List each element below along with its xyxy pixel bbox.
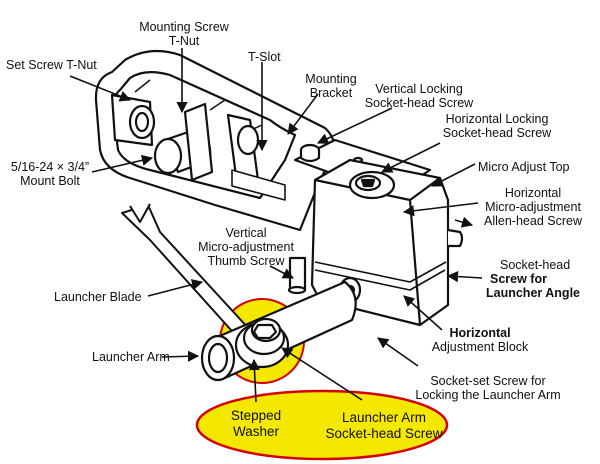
label-micro-adjust-top: Micro Adjust Top xyxy=(478,160,570,174)
label-socket-head-angle: Socket-head Screw for Launcher Angle xyxy=(486,258,580,300)
label-vertical-micro: Vertical Micro-adjustment Thumb Screw xyxy=(198,226,294,268)
label-mount-bolt: 5/16-24 × 3/4” Mount Bolt xyxy=(10,160,90,188)
label-launcher-blade: Launcher Blade xyxy=(54,290,142,304)
label-launcher-arm: Launcher Arm xyxy=(92,350,170,364)
mounting-bracket-drawing xyxy=(94,49,336,232)
label-vertical-locking: Vertical Locking Socket-head Screw xyxy=(364,82,474,110)
label-mounting-bracket: Mounting Bracket xyxy=(305,72,357,100)
leader-arrows xyxy=(69,48,483,403)
launcher-arm-drawing xyxy=(200,280,357,382)
label-horizontal-block: Horizontal Adjustment Block xyxy=(431,326,529,354)
launcher-blade-drawing xyxy=(121,203,251,341)
label-set-screw-tnut: Set Screw T-Nut xyxy=(6,58,97,72)
label-horizontal-micro: Horizontal Micro-adjustment Allen-head S… xyxy=(484,186,582,228)
label-socket-set-screw: Socket-set Screw for Locking the Launche… xyxy=(415,374,561,402)
label-horizontal-locking: Horizontal Locking Socket-head Screw xyxy=(442,112,552,140)
label-tslot: T-Slot xyxy=(248,50,281,64)
highlight-ellipse xyxy=(195,389,449,461)
label-arm-socket-screw: Launcher Arm Socket-head Screw xyxy=(325,410,443,441)
label-mounting-screw-tnut: Mounting Screw T-Nut xyxy=(139,20,229,48)
label-stepped-washer: Stepped Washer xyxy=(230,408,282,439)
